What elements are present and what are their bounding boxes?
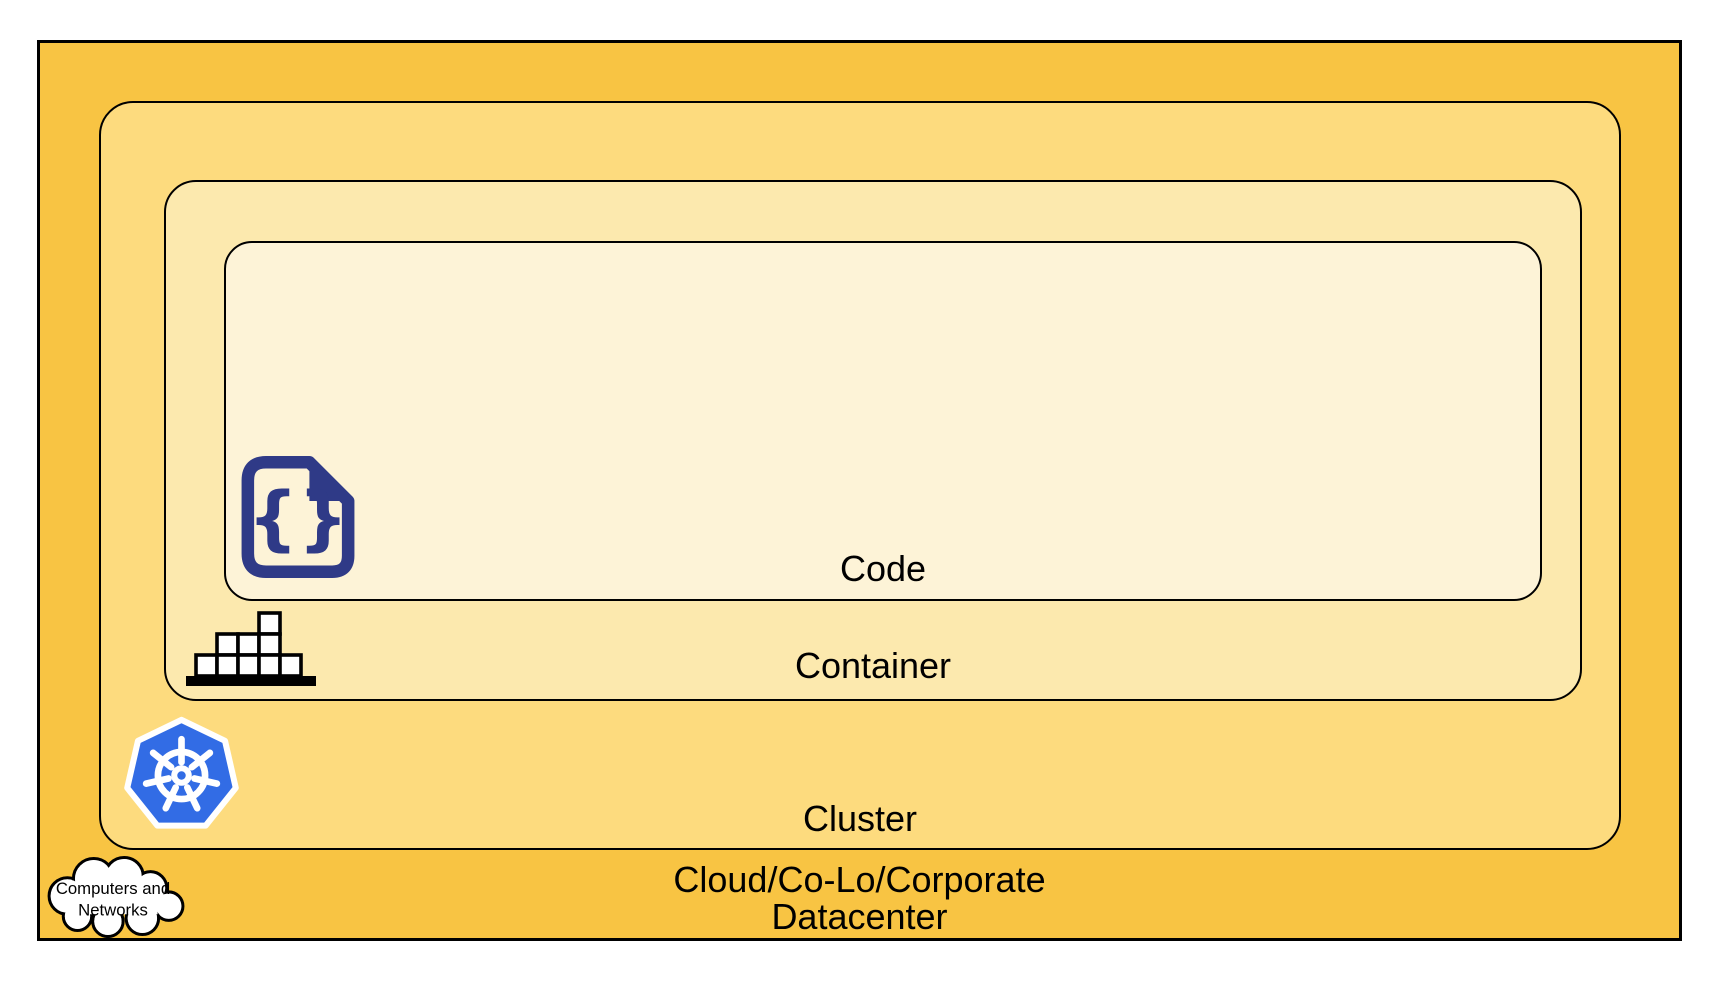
cloud-label-line2: Networks: [78, 900, 148, 919]
kubernetes-wheel: [142, 735, 221, 812]
datacenter-label-line2: Datacenter: [771, 896, 948, 937]
kubernetes-heptagon: [124, 716, 239, 829]
container-base-bar: [186, 676, 316, 686]
cluster-label: Cluster: [802, 798, 918, 840]
code-label: Code: [839, 548, 927, 590]
code-file-fold: [309, 462, 349, 502]
code-layer: {} Code: [224, 241, 1542, 601]
container-layer: {} Code: [164, 180, 1582, 701]
container-label: Container: [794, 645, 952, 687]
cluster-layer: {} Code: [99, 101, 1621, 850]
cloud-fill: [50, 859, 182, 935]
kubernetes-icon: [121, 715, 242, 836]
container-stack-icon: [186, 611, 316, 687]
datacenter-layer: {} Code: [37, 40, 1682, 941]
code-braces-glyph: {}: [248, 476, 349, 559]
datacenter-label-line1: Cloud/Co-Lo/Corporate: [673, 859, 1046, 900]
code-file-outline: [241, 456, 355, 578]
cloud-label-line1: Computers and: [56, 879, 170, 898]
cloud-icon: Computers and Networks: [41, 851, 189, 941]
container-boxes: [194, 611, 303, 678]
code-file-icon: {}: [241, 455, 355, 579]
